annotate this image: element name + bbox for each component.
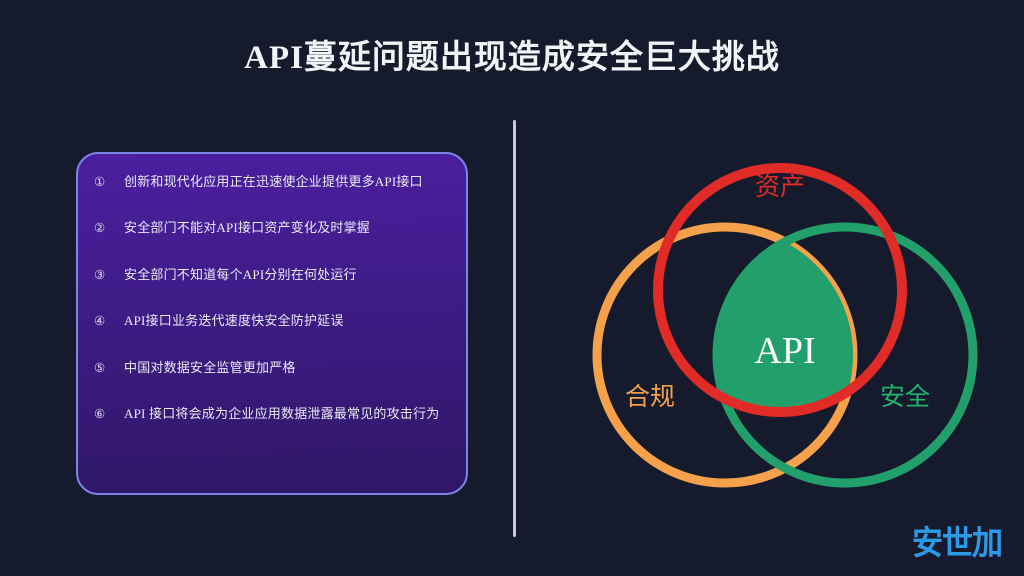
list-item-marker: ① bbox=[94, 175, 106, 189]
list-item-label: 中国对数据安全监管更加严格 bbox=[124, 359, 296, 375]
list-item-label: API接口业务迭代速度快安全防护延误 bbox=[124, 313, 344, 329]
list-item-marker: ② bbox=[94, 221, 106, 236]
page-title: API蔓延问题出现造成安全巨大挑战 bbox=[244, 40, 780, 76]
list-item: ④ API接口业务迭代速度快安全防护延误 bbox=[94, 311, 446, 331]
list-item: ⑥ API 接口将会成为企业应用数据泄露最常见的攻击行为 bbox=[94, 404, 446, 424]
list-item: ⑤ 中国对数据安全监管更加严格 bbox=[94, 358, 446, 378]
list-item-label: 安全部门不知道每个API分别在何处运行 bbox=[124, 266, 357, 282]
venn-diagram: 资产 合规 安全 API bbox=[592, 163, 978, 488]
list-item-marker: ⑥ bbox=[94, 406, 106, 421]
list-item-marker: ④ bbox=[94, 314, 106, 329]
venn-circle-assets bbox=[653, 163, 907, 417]
venn-label-security: 安全 bbox=[880, 383, 930, 411]
brand-logo: 安世加 bbox=[912, 524, 1003, 563]
vertical-divider bbox=[513, 120, 516, 537]
list-item-label: 创新和现代化应用正在迅速使企业提供更多API接口 bbox=[124, 174, 423, 189]
venn-circle-security bbox=[712, 222, 978, 488]
list-item: ③ 安全部门不知道每个API分别在何处运行 bbox=[94, 265, 446, 285]
list-item: ② 安全部门不能对API接口资产变化及时掌握 bbox=[94, 218, 446, 238]
list-item-label: API 接口将会成为企业应用数据泄露最常见的攻击行为 bbox=[124, 405, 440, 421]
list-item: ① 创新和现代化应用正在迅速使企业提供更多API接口 bbox=[94, 172, 446, 192]
venn-label-compliance: 合规 bbox=[625, 383, 675, 411]
challenges-list-panel: ① 创新和现代化应用正在迅速使企业提供更多API接口 ② 安全部门不能对API接… bbox=[76, 152, 468, 495]
list-item-label: 安全部门不能对API接口资产变化及时掌握 bbox=[124, 220, 370, 236]
venn-label-assets: 资产 bbox=[755, 173, 805, 201]
list-item-marker: ⑤ bbox=[94, 360, 106, 375]
venn-center-label: API bbox=[754, 330, 815, 372]
list-item-marker: ③ bbox=[94, 267, 106, 282]
